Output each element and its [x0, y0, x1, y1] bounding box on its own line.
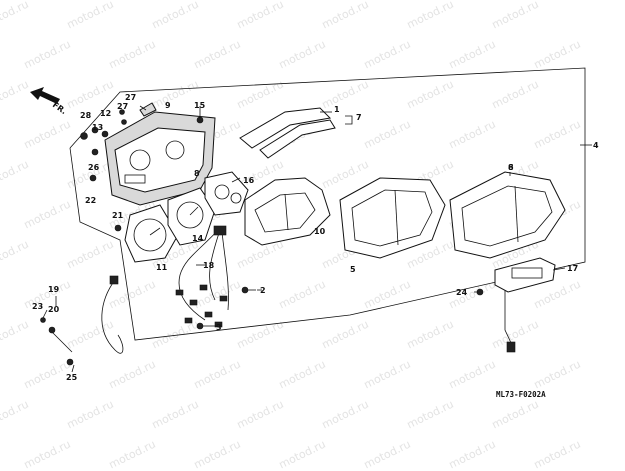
bolts	[196, 286, 256, 330]
callout-26: 26	[88, 163, 100, 172]
speedometer-cable	[40, 275, 124, 366]
callout-27-a: 27	[125, 93, 136, 102]
callout-28: 28	[80, 111, 92, 120]
leader-lines	[42, 105, 585, 373]
callout-9: 9	[165, 101, 171, 110]
callout-11: 11	[156, 263, 168, 272]
callout-12: 12	[100, 109, 111, 118]
callout-2: 2	[260, 286, 266, 295]
callout-19: 19	[48, 285, 60, 294]
trip-meter-unit	[476, 257, 556, 353]
callout-17: 17	[567, 264, 578, 273]
wire-harness	[175, 225, 229, 328]
callout-23: 23	[32, 302, 43, 311]
meter-lens-visor	[339, 177, 446, 259]
assembly-outline	[69, 67, 586, 341]
callout-15: 15	[194, 101, 206, 110]
speedometer-unit	[124, 204, 179, 263]
callout-1: 1	[334, 105, 340, 114]
callout-8-left: 8	[194, 169, 200, 178]
diagram-code: ML73-F0202A	[496, 390, 546, 399]
callout-6: 6	[508, 163, 514, 172]
callout-25: 25	[66, 373, 78, 382]
front-direction-arrow-icon	[30, 87, 60, 104]
callout-18: 18	[203, 261, 215, 270]
fuel-temp-gauge	[204, 171, 249, 216]
callout-3: 3	[216, 323, 222, 332]
callout-21: 21	[112, 211, 124, 220]
callout-20: 20	[48, 305, 60, 314]
callout-10: 10	[314, 227, 326, 236]
small-fasteners	[80, 102, 204, 232]
callout-14: 14	[192, 234, 204, 243]
callout-27-b: 27	[117, 102, 128, 111]
callout-13: 13	[92, 123, 103, 132]
visor-strip	[239, 107, 336, 159]
direction-label: FR.	[51, 100, 68, 116]
callout-8-right: 8	[508, 163, 514, 172]
callout-7: 7	[356, 113, 362, 122]
meter-panel-housing	[244, 177, 331, 246]
callout-5: 5	[350, 265, 356, 274]
tachometer-unit	[167, 187, 216, 246]
callout-24: 24	[456, 288, 468, 297]
callout-22: 22	[85, 196, 96, 205]
callout-16: 16	[243, 176, 255, 185]
callout-4: 4	[593, 141, 599, 150]
meter-cover-right	[449, 171, 566, 259]
